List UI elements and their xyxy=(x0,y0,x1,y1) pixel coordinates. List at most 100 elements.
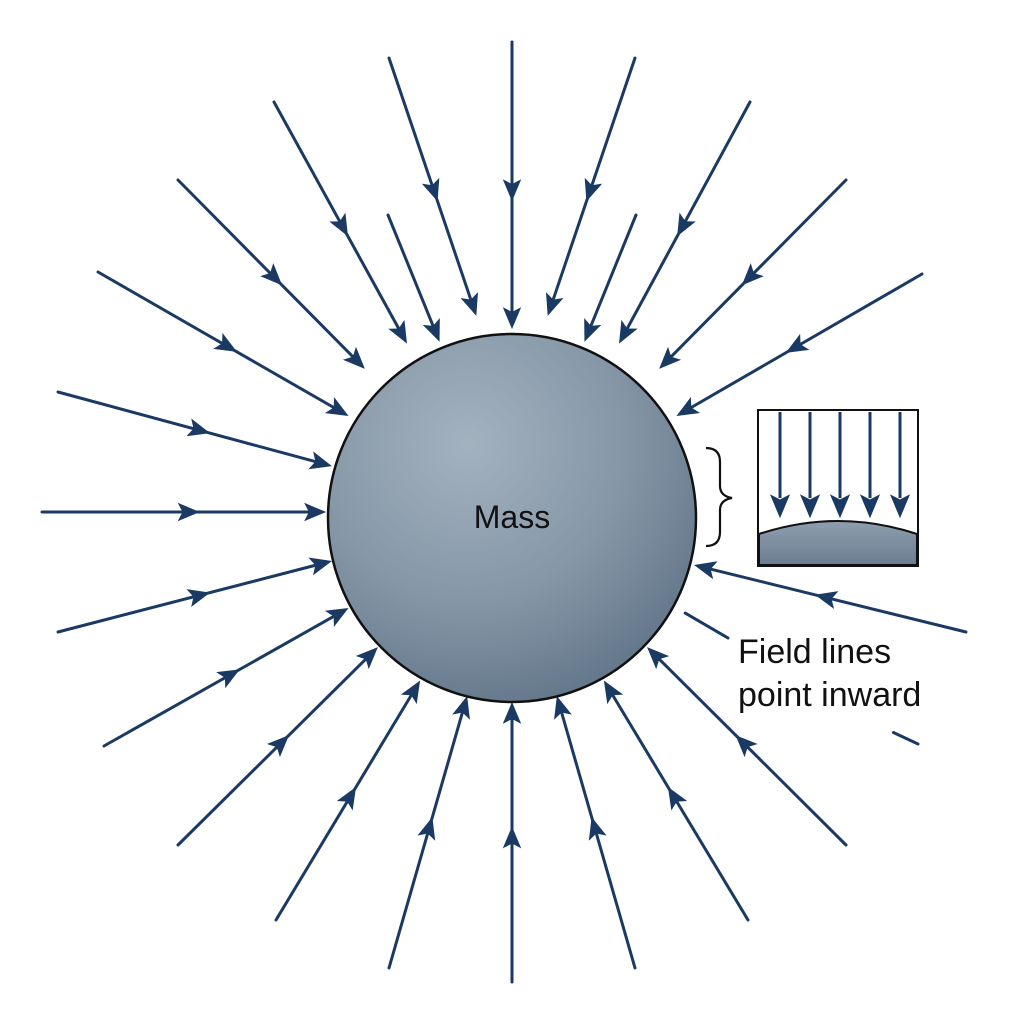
arrowhead xyxy=(741,263,764,286)
field-line-arrow xyxy=(176,647,378,847)
arrowhead xyxy=(324,397,349,417)
field-line-arrow xyxy=(102,607,349,748)
field-line-arrow xyxy=(274,680,421,922)
field-line xyxy=(102,611,342,748)
inset-arrow xyxy=(799,412,821,519)
arrowhead xyxy=(329,212,348,237)
arrowhead xyxy=(308,451,332,470)
field-line xyxy=(702,565,968,634)
arrowhead xyxy=(266,735,290,758)
field-line-arrow xyxy=(386,213,440,342)
field-line-arrow xyxy=(96,270,349,417)
arrowhead xyxy=(785,333,810,353)
field-line xyxy=(274,687,417,922)
arrowhead xyxy=(324,607,349,627)
field-line xyxy=(558,704,637,970)
arrowhead xyxy=(177,502,200,522)
arrowhead xyxy=(452,696,470,720)
field-line-arrow xyxy=(584,213,638,342)
field-line xyxy=(387,704,466,970)
field-lines xyxy=(40,40,968,984)
arrowhead xyxy=(889,494,911,519)
field-line-arrow xyxy=(891,731,920,746)
field-line-arrow xyxy=(502,701,522,984)
field-line-arrow xyxy=(659,178,848,369)
arrowhead xyxy=(799,494,821,519)
field-line xyxy=(652,652,848,847)
mass-label: Mass xyxy=(474,499,550,535)
arrowhead xyxy=(216,669,240,689)
mass-sphere xyxy=(326,332,698,704)
caption-line-2: point inward xyxy=(738,676,921,714)
arrowhead xyxy=(667,786,688,811)
field-line-arrow xyxy=(545,56,637,316)
arrowhead xyxy=(694,561,718,580)
arrowhead xyxy=(545,292,564,316)
arrowhead xyxy=(603,680,624,705)
field-line-arrow xyxy=(603,680,750,922)
arrowhead xyxy=(859,494,881,519)
arrowhead xyxy=(829,494,851,519)
field-line xyxy=(607,687,750,922)
field-line xyxy=(891,731,920,746)
field-line-arrow xyxy=(619,100,752,344)
field-line xyxy=(56,562,324,634)
arrowhead xyxy=(400,680,421,705)
caption-line-1: Field lines xyxy=(738,633,891,671)
arrowhead xyxy=(554,696,572,720)
field-line xyxy=(176,178,360,364)
arrowhead xyxy=(342,346,365,369)
field-line xyxy=(664,178,848,364)
arrowhead xyxy=(388,319,407,344)
brace-bracket xyxy=(705,446,733,548)
field-line-arrow xyxy=(56,390,332,470)
field-line xyxy=(272,100,404,337)
field-line xyxy=(622,100,752,337)
field-line-arrow xyxy=(387,696,470,970)
field-line xyxy=(549,56,637,308)
field-line-arrow xyxy=(647,647,848,847)
field-line-arrow xyxy=(694,561,968,634)
inset-closeup xyxy=(757,409,919,567)
arrowhead xyxy=(659,346,682,369)
arrowhead xyxy=(421,177,440,202)
field-line-arrow xyxy=(502,40,522,330)
arrowhead xyxy=(647,647,670,670)
arrowhead xyxy=(584,317,602,342)
field-line-arrow xyxy=(387,56,479,316)
arrowhead xyxy=(769,494,791,519)
field-line-arrow xyxy=(272,100,407,344)
field-line-arrow xyxy=(40,502,327,522)
arrowhead xyxy=(676,397,701,417)
inset-arrow xyxy=(859,412,881,519)
inset-arrows xyxy=(769,412,911,519)
arrowhead xyxy=(308,557,332,576)
arrowhead xyxy=(417,817,436,841)
inset-arrow xyxy=(889,412,911,519)
inset-arrow xyxy=(829,412,851,519)
arrowhead xyxy=(460,292,479,316)
arrowhead xyxy=(336,786,357,811)
field-line xyxy=(56,390,324,465)
arrowhead xyxy=(814,591,839,610)
arrowhead xyxy=(735,735,758,758)
field-line xyxy=(96,270,342,413)
arrowhead xyxy=(186,418,211,437)
arrowhead xyxy=(186,589,211,608)
arrowhead xyxy=(422,317,440,342)
arrowhead xyxy=(304,502,327,522)
arrowhead xyxy=(213,332,237,352)
field-line xyxy=(683,272,924,413)
field-line-arrow xyxy=(56,557,332,634)
arrowhead xyxy=(619,319,638,344)
arrowhead xyxy=(502,701,522,724)
arrowhead xyxy=(260,263,283,286)
field-line xyxy=(387,56,475,308)
field-line-arrow xyxy=(554,696,637,970)
inset-arrow xyxy=(769,412,791,519)
arrowhead xyxy=(502,307,522,330)
arrowhead xyxy=(502,826,522,849)
field-line xyxy=(586,213,638,334)
arrowhead xyxy=(584,177,603,202)
